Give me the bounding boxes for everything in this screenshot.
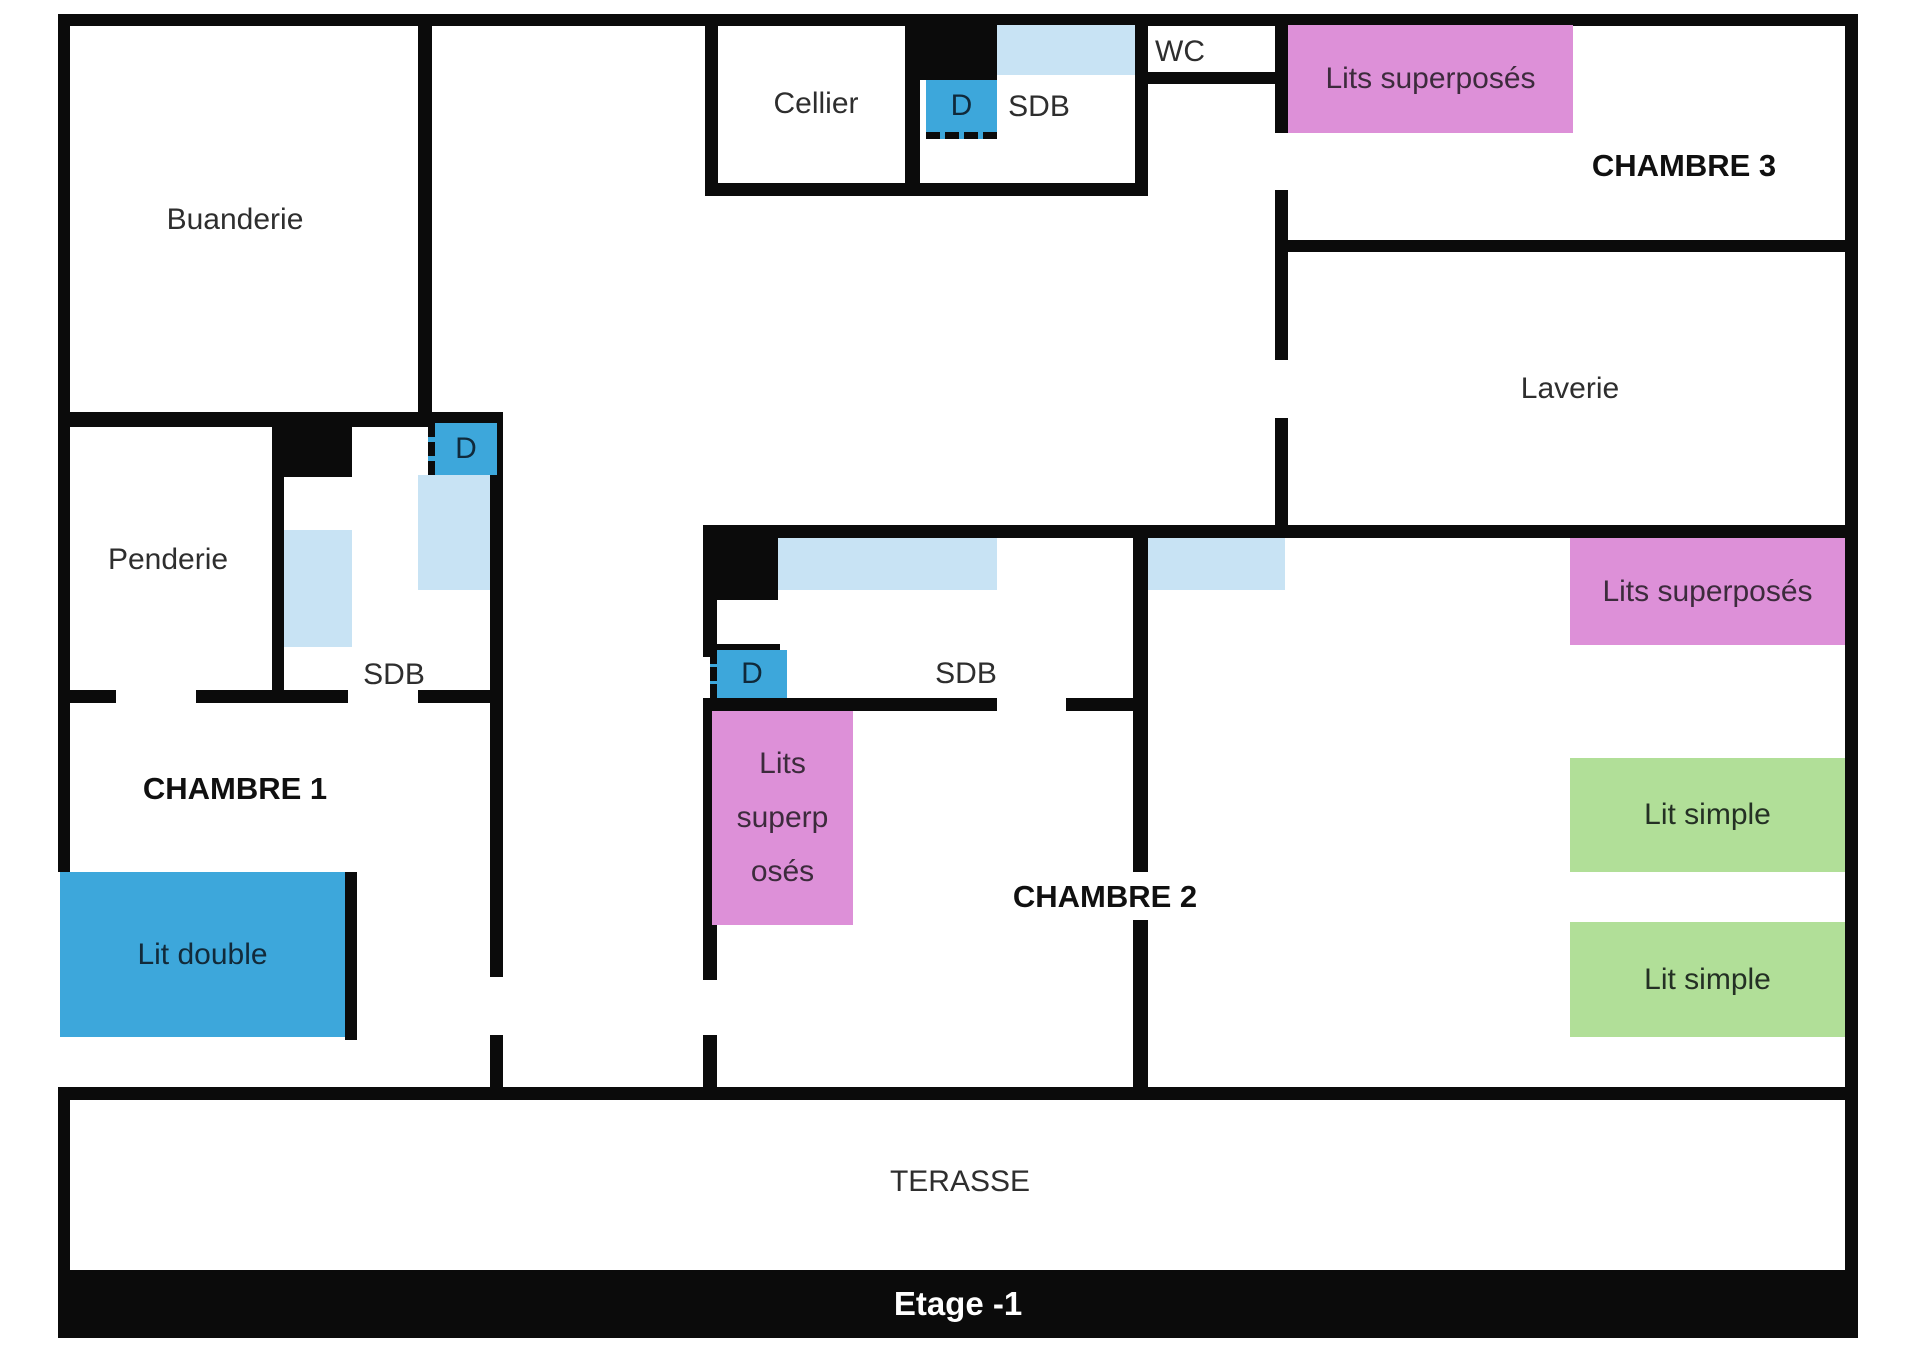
bunk-chambre2-line2: superp [736,801,829,834]
fixture-bath-sdb1 [418,475,490,590]
fixture-bath-hall [1148,538,1285,590]
wall-bed-stub [345,872,357,1040]
wall-laverie-left-b [1275,418,1288,538]
bunk-chambre3-label: Lits superposés [1325,62,1536,95]
room-label-chambre2: CHAMBRE 2 [1002,877,1208,917]
room-label-sdb1: SDB [363,658,425,691]
fixture-shower-sdb1 [284,530,352,647]
fixture-bath-sdb3 [778,538,997,590]
door-sdb1-label: D [455,432,477,465]
wall-chambre1-right-upper [490,412,503,977]
single-bed-2-label: Lit simple [1644,962,1771,996]
wall-wc-bottom [1148,72,1275,84]
wall-chambre2-right-lower [1133,920,1148,1087]
wall-penderie-bottom-b [196,690,348,703]
single-bed-1-label: Lit simple [1644,798,1771,831]
wall-terrace-top [58,1087,1858,1100]
room-label-buanderie: Buanderie [166,203,304,236]
wall-penderie-bottom-a [58,690,116,703]
door-sdb3: D [710,650,787,698]
bed-double-label: Lit double [137,937,268,971]
floor-title-bar: Etage -1 [58,1270,1858,1338]
room-label-wc: WC [1155,35,1205,68]
room-label-chambre1: CHAMBRE 1 [142,771,328,806]
room-label-laverie: Laverie [1520,372,1620,405]
wall-outer-left-upper [58,14,70,872]
wall-cellier-right [905,25,920,196]
room-label-terasse: TERASSE [889,1165,1031,1198]
wall-chambre3-left-a [1275,14,1288,133]
door-sdb1: D [428,423,497,475]
bunk-chambre2-line3: osés [750,855,815,888]
room-label-sdb2: SDB [1008,90,1070,123]
door-sdb2-label: D [950,89,973,122]
wall-penderie-right [272,477,284,703]
wall-chambre1-right-lower [490,1035,503,1099]
wall-chambre2-right-upper [1133,538,1148,872]
fixture-bath-sdb2 [997,25,1135,75]
wall-sdb1-bottom [418,690,503,703]
wall-sdb3-bottom-b [1066,698,1148,711]
room-label-penderie: Penderie [107,543,229,576]
wall-cellier-left [705,14,718,196]
single-bed-2: Lit simple [1570,922,1845,1037]
room-label-chambre3: CHAMBRE 3 [1591,148,1777,183]
bunk-bed-chambre3: Lits superposés [1288,25,1573,133]
bed-double-chambre1: Lit double [60,872,345,1037]
room-label-cellier: Cellier [773,87,859,120]
wall-laverie-left-a [1275,190,1288,360]
single-bed-1: Lit simple [1570,758,1845,872]
wall-buanderie-right [418,14,432,427]
wall-outer-left-lower [58,1087,70,1281]
wall-main-horizontal [703,525,1845,538]
bunk-bed-chambre2: Lits superp osés [712,711,853,925]
bunk-chambre2-line1: Lits [759,747,806,780]
room-label-sdb3: SDB [935,657,997,690]
bunk-bed-right-room: Lits superposés [1570,538,1845,645]
wall-chambre2-left-lower [703,1035,717,1099]
wall-sdb3-left-upper [703,525,717,650]
wall-sdb3-bottom-a [703,698,997,711]
wall-outer-top [58,14,1858,26]
fixture-black-sdb1 [272,412,352,477]
bunk-right-label: Lits superposés [1602,574,1813,608]
door-sdb2: D [926,80,997,139]
fixture-black-sdb2 [920,25,997,80]
wall-outer-right [1845,14,1858,1281]
wall-cellier-sdb2-bottom [705,183,1148,196]
floor-title: Etage -1 [893,1285,1023,1322]
wall-chambre3-bottom [1275,240,1845,252]
wall-sdb2-right [1135,14,1148,196]
door-sdb3-label: D [741,657,763,690]
